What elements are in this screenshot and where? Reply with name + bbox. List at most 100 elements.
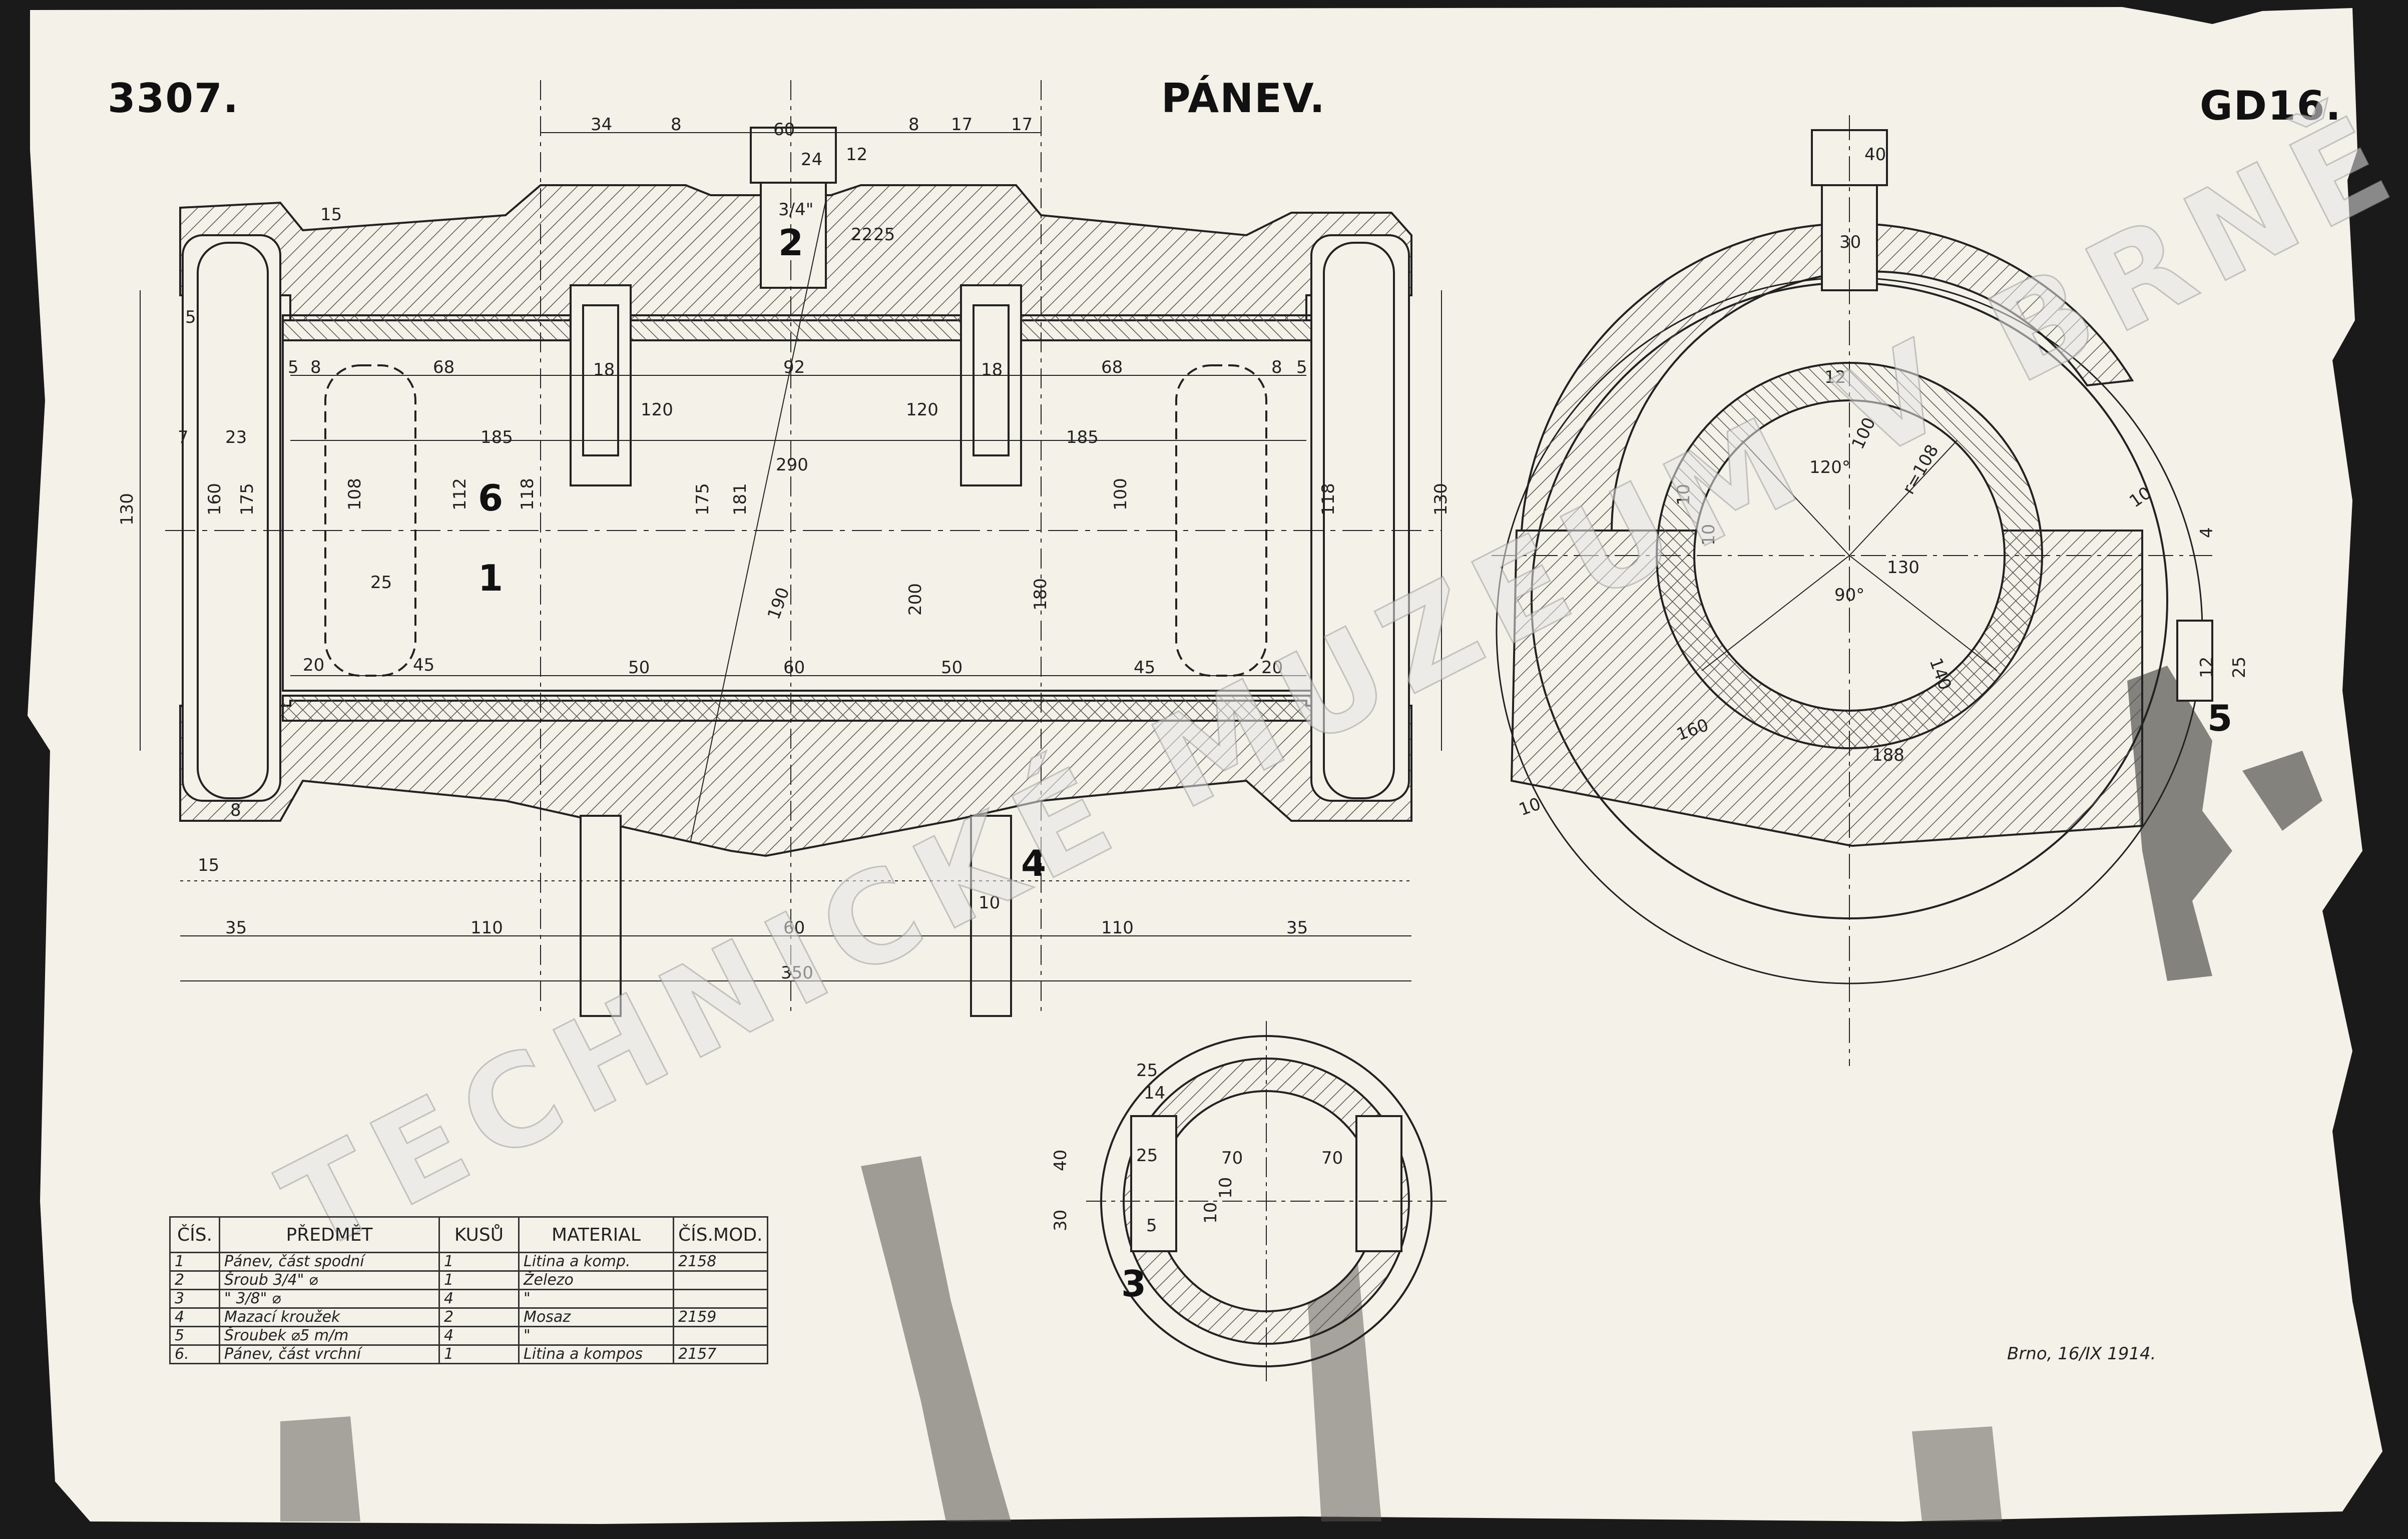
ring-dim-70: 70 — [1321, 1148, 1343, 1168]
dim-290: 290 — [776, 455, 808, 475]
cell-material: Litina a kompos — [518, 1344, 674, 1364]
ring-dim-40: 40 — [1051, 1150, 1071, 1171]
cell-item: Šroub 3/4" ⌀ — [219, 1270, 440, 1290]
header-model-no: ČÍS.MOD. — [673, 1216, 768, 1253]
dim-181: 181 — [730, 483, 750, 516]
dim-24: 24 — [801, 150, 822, 170]
dim-108: 108 — [345, 478, 365, 510]
dim-22: 22 — [851, 225, 872, 245]
header-material: MATERIAL — [518, 1216, 674, 1253]
cell-material: Mosaz — [518, 1307, 674, 1327]
cell-model-no — [673, 1289, 768, 1309]
part-label-6: 6 — [478, 477, 503, 519]
dim-185: 185 — [480, 427, 513, 447]
main-section-view — [140, 80, 1442, 1017]
dim-110: 110 — [470, 918, 503, 938]
dim-8: 8 — [1271, 357, 1282, 377]
dim-7: 7 — [178, 427, 189, 447]
part-label-5: 5 — [2207, 697, 2232, 739]
ring-dim-14: 14 — [1144, 1083, 1165, 1103]
cell-qty: 4 — [438, 1326, 520, 1346]
dim-120: 120 — [641, 400, 673, 420]
part-label-4: 4 — [1021, 842, 1046, 884]
ring-dim-25: 25 — [1136, 1146, 1158, 1166]
side-dim-12: 12 — [2197, 657, 2217, 678]
side-dim-10: 10 — [1699, 524, 1719, 546]
dim-200: 200 — [905, 583, 925, 616]
cell-number: 3 — [169, 1289, 220, 1309]
ring-dim-70: 70 — [1221, 1148, 1243, 1168]
dim-175: 175 — [693, 483, 713, 516]
table-header-row: ČÍS. PŘEDMĚT KUSŮ MATERIAL ČÍS.MOD. — [169, 1216, 768, 1253]
cell-material: Železo — [518, 1270, 674, 1290]
dim-25: 25 — [873, 225, 895, 245]
oil-ring-slot-left — [570, 284, 632, 486]
dim-8: 8 — [230, 800, 241, 820]
side-dim-40: 40 — [1864, 145, 1886, 165]
dim-110: 110 — [1101, 918, 1134, 938]
cell-number: 6. — [169, 1344, 220, 1364]
table-row: 5 Šroubek ⌀5 m/m 4 " — [169, 1326, 768, 1346]
dim-18: 18 — [981, 360, 1003, 380]
dim-60: 60 — [773, 120, 795, 140]
cell-item: Mazací kroužek — [219, 1307, 440, 1327]
ring-dim-30: 30 — [1051, 1210, 1071, 1231]
dim-130: 130 — [1431, 483, 1451, 516]
table-row: 1 Pánev, část spodní 1 Litina a komp. 21… — [169, 1252, 768, 1272]
dim-18: 18 — [593, 360, 615, 380]
cell-item: Pánev, část spodní — [219, 1252, 440, 1272]
side-dim-10: 10 — [1674, 484, 1694, 505]
part-label-2: 2 — [778, 222, 803, 264]
dim-17: 17 — [951, 115, 973, 135]
cell-qty: 1 — [438, 1344, 520, 1364]
oil-ring-left — [580, 815, 622, 1017]
top-screw — [750, 127, 837, 184]
dim-8: 8 — [908, 115, 919, 135]
parts-list-table: ČÍS. PŘEDMĚT KUSŮ MATERIAL ČÍS.MOD. 1 Pá… — [169, 1216, 768, 1364]
dim-25: 25 — [370, 573, 392, 593]
dim-60: 60 — [783, 658, 805, 678]
cell-model-no: 2159 — [673, 1307, 768, 1327]
cell-model-no: 2157 — [673, 1344, 768, 1364]
dim-8: 8 — [310, 357, 321, 377]
dim-92: 92 — [783, 357, 805, 377]
cell-number: 1 — [169, 1252, 220, 1272]
dim-68: 68 — [1101, 357, 1123, 377]
cell-item: Šroubek ⌀5 m/m — [219, 1326, 440, 1346]
table-row: 6. Pánev, část vrchní 1 Litina a kompos … — [169, 1344, 768, 1364]
cell-material: " — [518, 1289, 674, 1309]
drawing-title: PÁNEV. — [1161, 75, 1326, 122]
cell-material: " — [518, 1326, 674, 1346]
dim-5: 5 — [185, 307, 196, 327]
side-dim-188: 188 — [1872, 745, 1904, 765]
dim-112: 112 — [450, 478, 470, 510]
drawing-number: 3307. — [108, 75, 240, 122]
dim-45: 45 — [1134, 658, 1155, 678]
dim-130: 130 — [117, 493, 137, 526]
cell-item: Pánev, část vrchní — [219, 1344, 440, 1364]
side-dim-130: 130 — [1887, 558, 1919, 578]
oil-ring-view — [1086, 1021, 1447, 1381]
dim-50: 50 — [941, 658, 962, 678]
side-dim-90deg: 90° — [1834, 585, 1864, 605]
dim-35: 35 — [1286, 918, 1308, 938]
ring-dim-25: 25 — [1136, 1061, 1158, 1081]
dim-60: 60 — [783, 918, 805, 938]
cell-qty: 4 — [438, 1289, 520, 1309]
table-row: 3 " 3/8" ⌀ 4 " — [169, 1289, 768, 1309]
dim-118: 118 — [1318, 483, 1338, 516]
part-numbers: 1 2 3 4 5 6 — [478, 222, 2232, 1305]
oil-ring-slot-right — [960, 284, 1022, 486]
cell-qty: 1 — [438, 1270, 520, 1290]
dim-20: 20 — [1261, 658, 1283, 678]
ring-dim-5: 5 — [1146, 1216, 1157, 1236]
side-dim-4: 4 — [2197, 527, 2217, 538]
upper-liner — [282, 314, 1315, 341]
dim-20: 20 — [303, 655, 324, 675]
dim-180: 180 — [1031, 578, 1051, 611]
paper-stain — [2127, 666, 2322, 981]
signature-date: Brno, 16/IX 1914. — [2007, 1344, 2156, 1364]
cell-material: Litina a komp. — [518, 1252, 674, 1272]
